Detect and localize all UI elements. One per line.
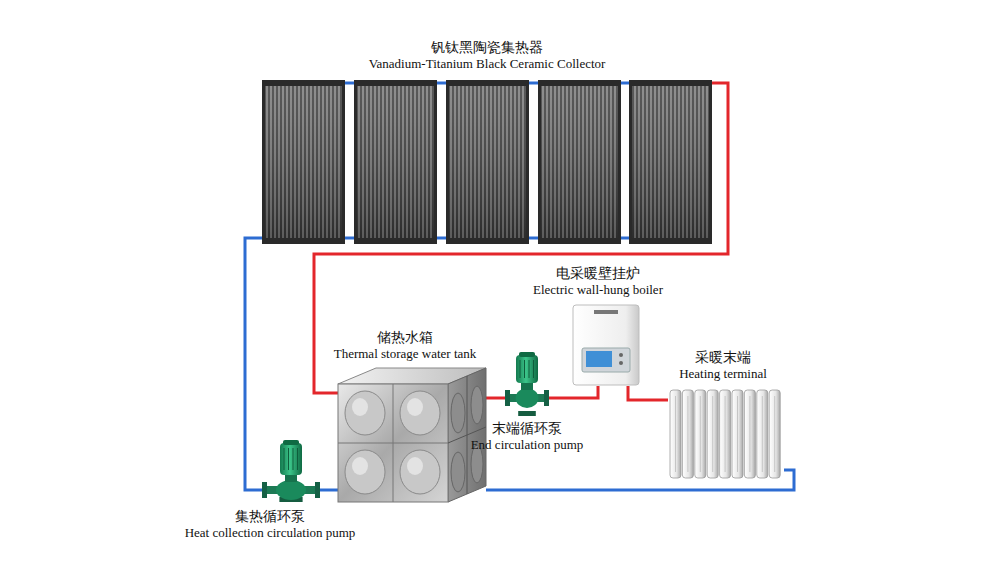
- label-group: 钒钛黑陶瓷集热器Vanadium-Titanium Black Ceramic …: [369, 39, 606, 72]
- storage-tank: 储热水箱Thermal storage water tank: [338, 368, 486, 502]
- pipe: [628, 386, 668, 400]
- circulation-pump-picture: [262, 440, 320, 502]
- solar-collector: 钒钛黑陶瓷集热器Vanadium-Titanium Black Ceramic …: [262, 80, 712, 244]
- label-group: 采暖末端Heating terminal: [679, 349, 767, 382]
- component-label-zh: 电采暖壁挂炉: [533, 265, 663, 282]
- radiator-picture: [668, 388, 784, 480]
- label-group: 末端循环泵End circulation pump: [471, 420, 584, 453]
- wall-hung-boiler-picture: [572, 304, 640, 386]
- component-label-en: Thermal storage water tank: [334, 346, 477, 362]
- storage-tank-picture: [338, 368, 486, 502]
- pipe: [245, 238, 262, 490]
- component-label-en: Electric wall-hung boiler: [533, 282, 663, 298]
- component-label-zh: 末端循环泵: [471, 420, 584, 437]
- pipe: [549, 386, 598, 398]
- component-label-zh: 采暖末端: [679, 349, 767, 366]
- component-label-zh: 钒钛黑陶瓷集热器: [369, 39, 606, 56]
- component-label-en: Heat collection circulation pump: [185, 525, 356, 541]
- pipe: [486, 397, 505, 400]
- component-label-en: Vanadium-Titanium Black Ceramic Collecto…: [369, 56, 606, 72]
- component-label-en: Heating terminal: [679, 366, 767, 382]
- label-group: 集热循环泵Heat collection circulation pump: [185, 508, 356, 541]
- circulation-pump: 集热循环泵Heat collection circulation pump: [262, 440, 320, 502]
- wall-hung-boiler: 电采暖壁挂炉Electric wall-hung boiler: [572, 304, 640, 386]
- circulation-pump: 末端循环泵End circulation pump: [505, 352, 549, 416]
- component-label-zh: 储热水箱: [334, 329, 477, 346]
- pipe: [320, 489, 338, 492]
- pipe: [314, 83, 728, 393]
- label-group: 储热水箱Thermal storage water tank: [334, 329, 477, 362]
- circulation-pump-picture: [505, 352, 549, 416]
- component-label-zh: 集热循环泵: [185, 508, 356, 525]
- radiator: 采暖末端Heating terminal: [668, 388, 784, 480]
- label-group: 电采暖壁挂炉Electric wall-hung boiler: [533, 265, 663, 298]
- component-label-en: End circulation pump: [471, 437, 584, 453]
- solar-collector-picture: [262, 80, 712, 244]
